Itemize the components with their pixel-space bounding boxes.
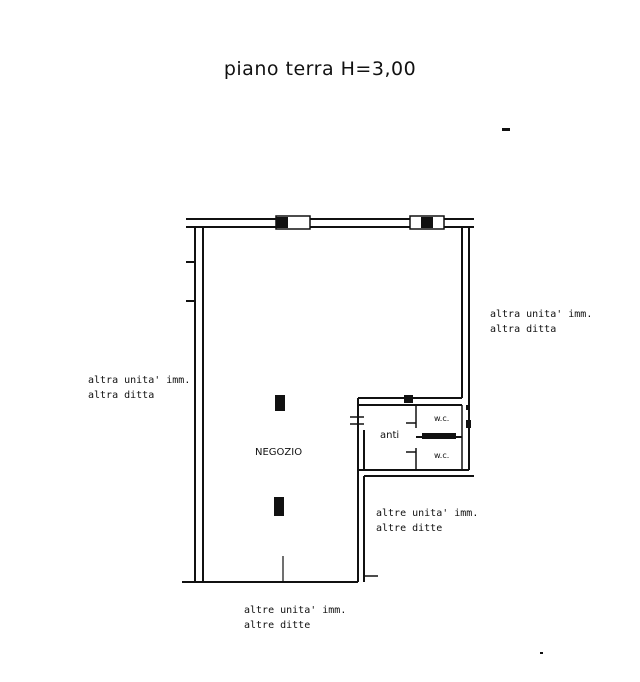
neighbor-label-right-bottom: altre unita' imm. altre ditte	[376, 506, 478, 536]
neighbor-right-top-line2: altra ditta	[490, 324, 557, 335]
pillar-upper	[275, 395, 285, 411]
top-window-left	[275, 215, 311, 230]
right-upper-wall	[461, 227, 470, 470]
neighbor-bottom-line2: altre ditte	[244, 620, 311, 631]
top-window-right	[409, 215, 445, 230]
neighbor-right-top-line1: altra unita' imm.	[490, 309, 593, 320]
neighbor-label-left: altra unita' imm. altra ditta	[88, 373, 190, 403]
room-label-wc-upper: w.c.	[434, 414, 450, 423]
neighbor-left-line2: altra ditta	[88, 390, 155, 401]
neighbor-bottom-line1: altre unita' imm.	[244, 605, 347, 616]
neighbor-right-bottom-line1: altre unita' imm.	[376, 508, 479, 519]
left-wall	[194, 227, 204, 582]
pillar-lower	[274, 497, 284, 516]
neighbor-label-right-top: altra unita' imm. altra ditta	[490, 307, 592, 337]
neighbor-right-bottom-line2: altre ditte	[376, 523, 443, 534]
neighbor-label-bottom: altre unita' imm. altre ditte	[244, 603, 346, 633]
plan-title: piano terra H=3,00	[223, 58, 417, 80]
right-lower-wall	[357, 470, 365, 582]
room-label-wc-lower: w.c.	[434, 451, 450, 460]
room-label-negozio: NEGOZIO	[255, 447, 303, 458]
neighbor-left-line1: altra unita' imm.	[88, 375, 191, 386]
room-label-anti: anti	[380, 430, 400, 441]
